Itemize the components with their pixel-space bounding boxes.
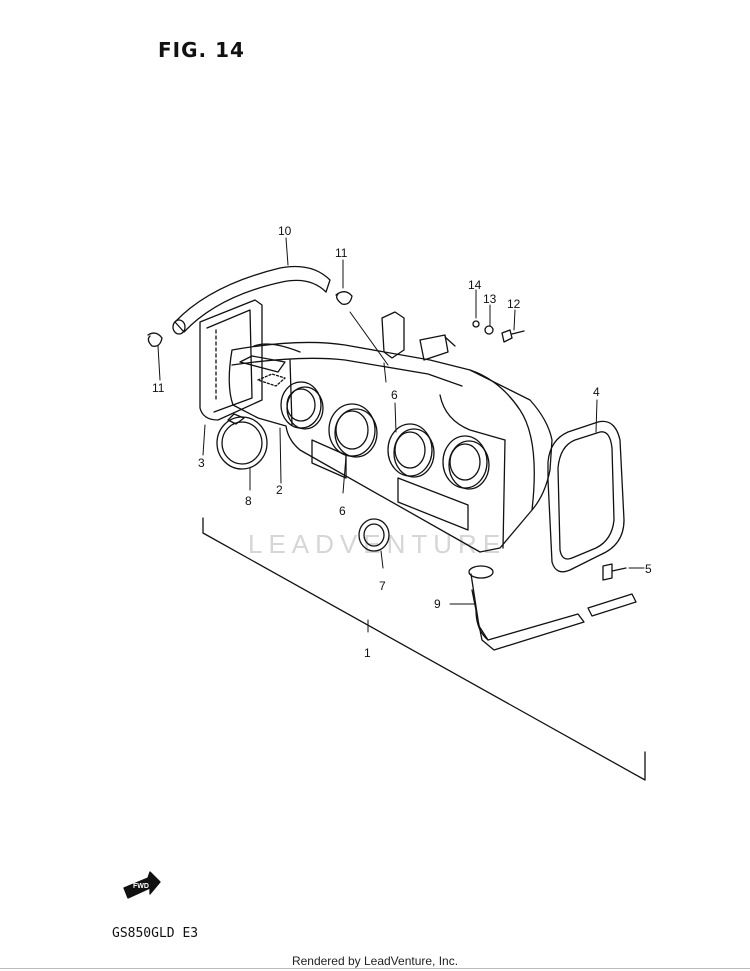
callout-1: 1 (364, 646, 371, 660)
figure-title: FIG. 14 (158, 38, 245, 62)
screw (602, 563, 627, 581)
fwd-label: FWD (133, 883, 149, 890)
callout-6-lower: 6 (339, 504, 346, 518)
drain-plug-hose (468, 565, 637, 651)
watermark-text: LEADVENTURE (248, 529, 506, 559)
side-cover (547, 420, 625, 573)
leader-lines (157, 237, 645, 633)
callout-11-left: 11 (152, 381, 165, 395)
seal-ring (358, 518, 390, 552)
callout-13: 13 (483, 292, 497, 306)
callout-12: 12 (507, 297, 521, 311)
callout-14: 14 (468, 278, 482, 292)
hose-clamp (216, 413, 268, 470)
callout-7: 7 (379, 579, 386, 593)
breather-hose (172, 265, 331, 335)
assembly-bracket (202, 517, 646, 781)
callout-6-upper: 6 (391, 388, 398, 402)
callout-5: 5 (645, 562, 652, 576)
intake-boots (280, 381, 490, 490)
callout-2: 2 (276, 483, 283, 497)
forward-arrow-icon: FWD (123, 871, 161, 899)
bolt-washers (472, 320, 525, 343)
hose-clips (147, 291, 353, 347)
callout-8: 8 (245, 494, 252, 508)
callout-10: 10 (278, 224, 292, 238)
air-cleaner-case (199, 299, 553, 553)
footer-divider (0, 968, 750, 969)
callout-3: 3 (198, 456, 205, 470)
model-code: GS850GLD E3 (112, 926, 199, 941)
callout-9: 9 (434, 597, 441, 611)
callout-4: 4 (593, 385, 600, 399)
callout-11-top: 11 (335, 246, 348, 260)
footer-credit: Rendered by LeadVenture, Inc. (291, 954, 459, 968)
